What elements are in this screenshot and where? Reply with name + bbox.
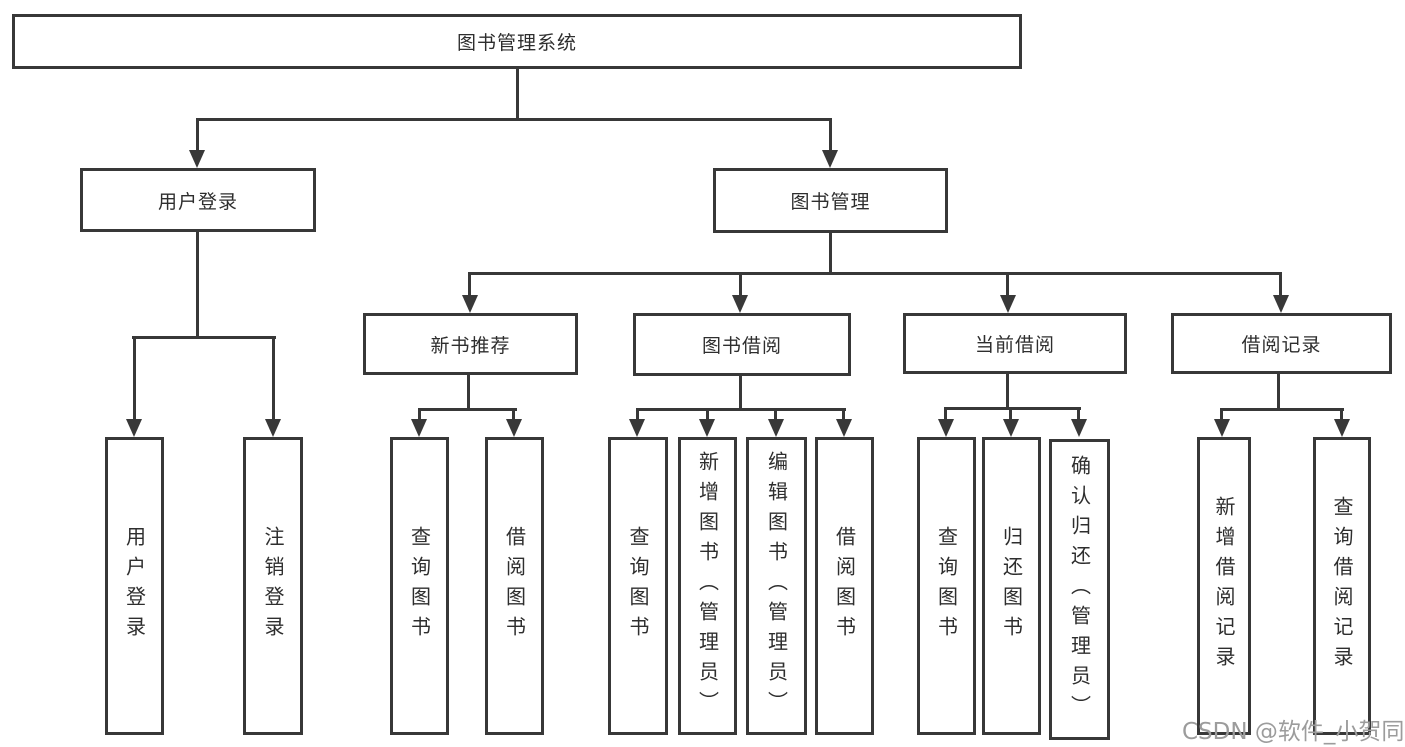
connector-line — [1220, 408, 1223, 424]
connector-line — [774, 408, 777, 424]
connector-line — [418, 408, 421, 424]
connector-line — [1006, 371, 1009, 409]
connector-line — [418, 408, 517, 411]
leaf-user-login: 用户登录 — [105, 437, 164, 735]
node-user-login: 用户登录 — [80, 168, 316, 232]
leaf-borrow-add-books-admin: 新增图书（管理员） — [678, 437, 737, 735]
arrowhead-down-icon — [1214, 419, 1230, 437]
leaf-records-query-record: 查询借阅记录 — [1313, 437, 1371, 735]
connector-line — [196, 118, 832, 121]
connector-line — [133, 336, 136, 424]
connector-line — [829, 232, 832, 274]
arrowhead-down-icon — [699, 419, 715, 437]
connector-line — [468, 272, 471, 300]
connector-line — [739, 373, 742, 410]
connector-line — [1077, 407, 1080, 424]
leaf-newbook-borrow-books: 借阅图书 — [485, 437, 544, 735]
connector-line — [467, 372, 470, 410]
watermark: CSDN @软件_小贺同学 — [1182, 719, 1405, 745]
arrowhead-down-icon — [732, 295, 748, 313]
connector-line — [272, 336, 275, 424]
arrowhead-down-icon — [1003, 419, 1019, 437]
leaf-logout: 注销登录 — [243, 437, 303, 735]
leaf-current-return-books: 归还图书 — [982, 437, 1041, 735]
node-borrow-records: 借阅记录 — [1171, 313, 1392, 374]
connector-line — [1006, 272, 1009, 300]
node-book-management: 图书管理 — [713, 168, 948, 233]
arrowhead-down-icon — [629, 419, 645, 437]
connector-line — [944, 407, 1081, 410]
connector-line — [1277, 371, 1280, 410]
connector-line — [512, 408, 515, 424]
connector-line — [1009, 407, 1012, 424]
node-book-borrow: 图书借阅 — [633, 313, 851, 376]
arrowhead-down-icon — [265, 419, 281, 437]
leaf-current-confirm-return-admin: 确认归还（管理员） — [1049, 439, 1110, 740]
arrowhead-down-icon — [189, 150, 205, 168]
leaf-records-add-record: 新增借阅记录 — [1197, 437, 1251, 735]
connector-line — [829, 118, 832, 154]
arrowhead-down-icon — [126, 419, 142, 437]
leaf-borrow-borrow-books: 借阅图书 — [815, 437, 874, 735]
connector-line — [516, 68, 519, 120]
connector-line — [944, 407, 947, 424]
arrowhead-down-icon — [1334, 419, 1350, 437]
node-root: 图书管理系统 — [12, 14, 1022, 69]
connector-line — [132, 336, 276, 339]
connector-line — [196, 231, 199, 338]
node-current-borrow: 当前借阅 — [903, 313, 1127, 374]
connector-line — [739, 272, 742, 300]
arrowhead-down-icon — [768, 419, 784, 437]
connector-line — [1279, 272, 1282, 300]
leaf-borrow-query-books: 查询图书 — [608, 437, 668, 735]
connector-line — [468, 272, 1282, 275]
leaf-current-query-books: 查询图书 — [917, 437, 976, 735]
leaf-newbook-query-books: 查询图书 — [390, 437, 449, 735]
arrowhead-down-icon — [822, 150, 838, 168]
arrowhead-down-icon — [836, 419, 852, 437]
connector-line — [1220, 408, 1344, 411]
connector-line — [1340, 408, 1343, 424]
node-new-book-recommend: 新书推荐 — [363, 313, 578, 375]
arrowhead-down-icon — [938, 419, 954, 437]
connector-line — [706, 408, 709, 424]
arrowhead-down-icon — [1000, 295, 1016, 313]
arrowhead-down-icon — [462, 295, 478, 313]
leaf-borrow-edit-books-admin: 编辑图书（管理员） — [746, 437, 807, 735]
arrowhead-down-icon — [1273, 295, 1289, 313]
connector-line — [842, 408, 845, 424]
connector-line — [196, 118, 199, 154]
connector-line — [636, 408, 639, 424]
arrowhead-down-icon — [411, 419, 427, 437]
connector-line — [636, 408, 846, 411]
arrowhead-down-icon — [506, 419, 522, 437]
arrowhead-down-icon — [1071, 419, 1087, 437]
